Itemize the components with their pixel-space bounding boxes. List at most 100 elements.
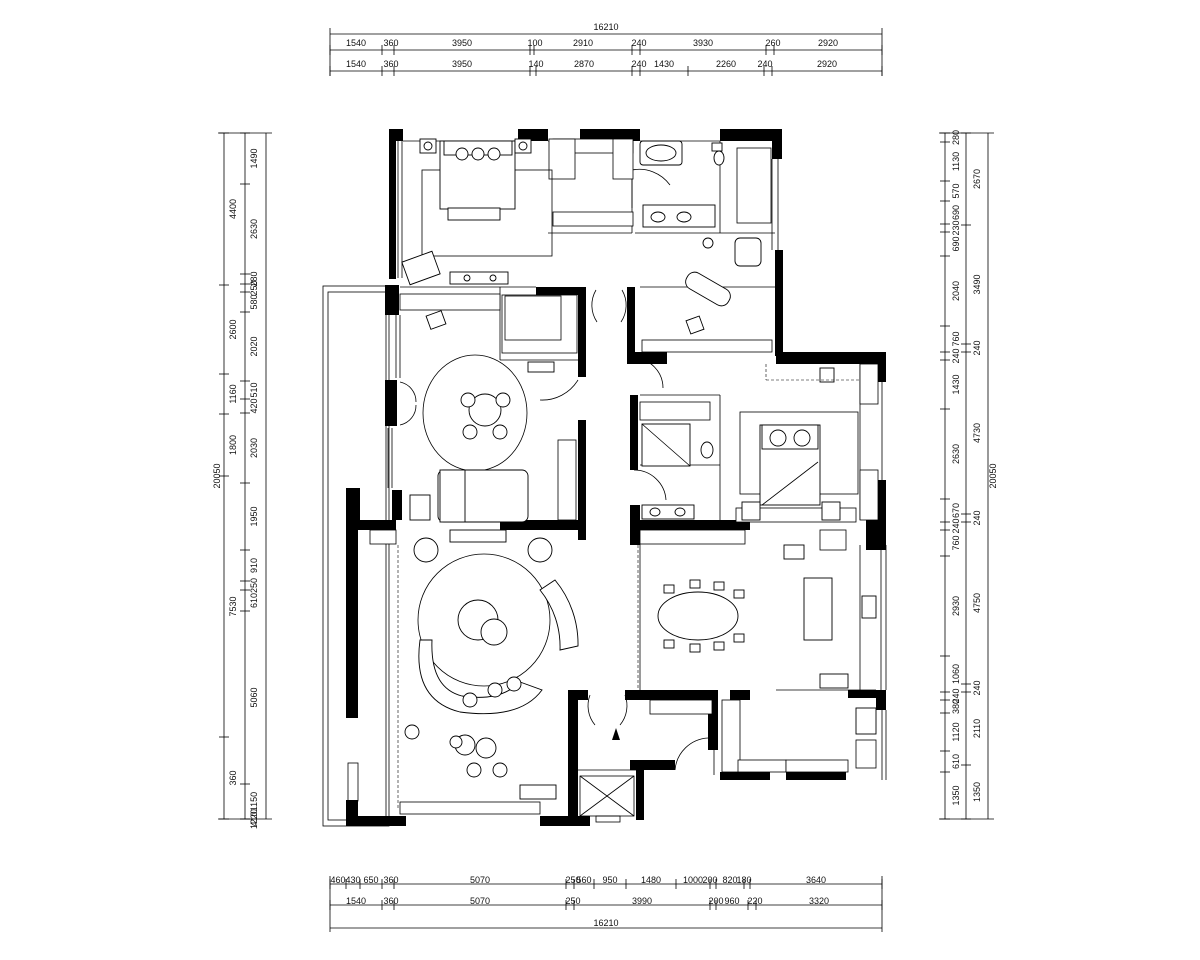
- dimension-label: 420: [249, 398, 259, 413]
- dimension-label: 1430: [951, 374, 961, 394]
- dimension-label: 960: [724, 896, 739, 906]
- dimension-label: 1160: [228, 384, 238, 403]
- dimension-label: 5060: [249, 687, 259, 707]
- dimension-label: 650: [363, 875, 378, 885]
- dimension-label: 5070: [470, 875, 490, 885]
- dimension-label: 1480: [641, 875, 661, 885]
- dimension-label: 3950: [452, 59, 472, 69]
- dimension-label: 820: [722, 875, 737, 885]
- dimension-label: 2260: [716, 59, 736, 69]
- dimension-label: 3930: [693, 38, 713, 48]
- cabinets: [369, 138, 879, 815]
- dimension-label: 2030: [249, 438, 259, 458]
- dimension-label: 360: [383, 896, 398, 906]
- dimension-label: 3640: [806, 875, 826, 885]
- second-bedroom: [739, 364, 860, 521]
- dimension-label: 1000: [683, 875, 703, 885]
- dimension-label: 100: [527, 38, 542, 48]
- dimension-label: 240: [951, 348, 961, 363]
- dimension-label: 3950: [452, 38, 472, 48]
- thin-lines: [322, 140, 887, 827]
- dimension-label: 3320: [809, 896, 829, 906]
- dimension-label: 240: [951, 518, 961, 533]
- dimension-label: 140: [528, 59, 543, 69]
- dimension-label: 570: [951, 183, 961, 198]
- dimension-label: 200: [702, 875, 717, 885]
- overall-width-top: 16210: [593, 22, 618, 32]
- dimension-label: 180: [736, 875, 751, 885]
- dimension-label: 1220: [249, 809, 259, 829]
- master-bath: [639, 140, 762, 335]
- dimension-label: 2920: [817, 59, 837, 69]
- dimension-label: 360: [383, 59, 398, 69]
- dimension-label: 610: [951, 754, 961, 769]
- dimension-label: 1800: [228, 435, 238, 455]
- dimension-label: 510: [249, 382, 259, 397]
- dimension-label: 1350: [951, 785, 961, 805]
- overall-width-bottom: 16210: [593, 918, 618, 928]
- dimension-label: 610: [249, 593, 259, 608]
- walls: [346, 129, 886, 826]
- left-dimension-inner: 1490263028025058020205104202030195091025…: [240, 132, 259, 829]
- dimension-label: 240: [972, 680, 982, 695]
- dimension-label: 1060: [951, 664, 961, 684]
- dimension-label: 1130: [951, 152, 961, 171]
- dimension-label: 950: [602, 875, 617, 885]
- dimension-right: 20050 2801130570690230690204076024014302…: [939, 130, 998, 820]
- dimension-label: 230: [951, 220, 961, 235]
- dimension-label: 250: [565, 875, 580, 885]
- dimension-label: 1540: [346, 896, 366, 906]
- dimension-label: 4730: [972, 423, 982, 443]
- dimension-label: 360: [228, 770, 238, 785]
- dimension-label: 4750: [972, 593, 982, 613]
- dimension-label: 2600: [228, 319, 238, 339]
- dimension-label: 2930: [951, 596, 961, 616]
- dimension-label: 380: [951, 699, 961, 714]
- overall-height-right: 20050: [988, 463, 998, 488]
- dimension-label: 1950: [249, 506, 259, 526]
- dimension-label: 910: [249, 558, 259, 573]
- dining-kitchen: [612, 544, 877, 740]
- dimension-label: 250: [249, 280, 259, 295]
- dimension-label: 430: [345, 875, 360, 885]
- overall-height-left: 20050: [212, 463, 222, 488]
- dimension-label: 240: [951, 688, 961, 703]
- dimension-label: 2870: [574, 59, 594, 69]
- dimension-label: 690: [951, 205, 961, 220]
- dimension-label: 2110: [972, 719, 982, 738]
- door-swings: [399, 168, 709, 771]
- dimension-label: 240: [757, 59, 772, 69]
- dimension-label: 260: [765, 38, 780, 48]
- dimension-label: 4400: [228, 199, 238, 219]
- dimension-label: 280: [951, 130, 961, 145]
- dimension-label: 7530: [228, 596, 238, 616]
- dimension-label: 560: [576, 875, 591, 885]
- left-dimension-outer: 4400 2600 1160 1800 7530 360: [219, 132, 238, 820]
- dimension-label: 360: [383, 875, 398, 885]
- dimension-label: 3490: [972, 274, 982, 294]
- dimension-label: 3990: [632, 896, 652, 906]
- living-room: [404, 529, 579, 800]
- dimension-label: 2920: [818, 38, 838, 48]
- dimension-label: 240: [972, 510, 982, 525]
- dimension-label: 2630: [249, 219, 259, 239]
- dimension-label: 1350: [972, 782, 982, 802]
- dimension-label: 670: [951, 503, 961, 518]
- dimension-label: 240: [972, 340, 982, 355]
- dimension-label: 2630: [951, 444, 961, 464]
- dimension-label: 250: [565, 896, 580, 906]
- dimension-label: 690: [951, 236, 961, 251]
- dimension-label: 460: [330, 875, 345, 885]
- dimension-label: 760: [951, 535, 961, 550]
- dimension-label: 2040: [951, 281, 961, 301]
- dimension-label: 5070: [470, 896, 490, 906]
- dimension-label: 1490: [249, 148, 259, 168]
- dimension-label: 200: [708, 896, 723, 906]
- second-bath: [641, 423, 714, 520]
